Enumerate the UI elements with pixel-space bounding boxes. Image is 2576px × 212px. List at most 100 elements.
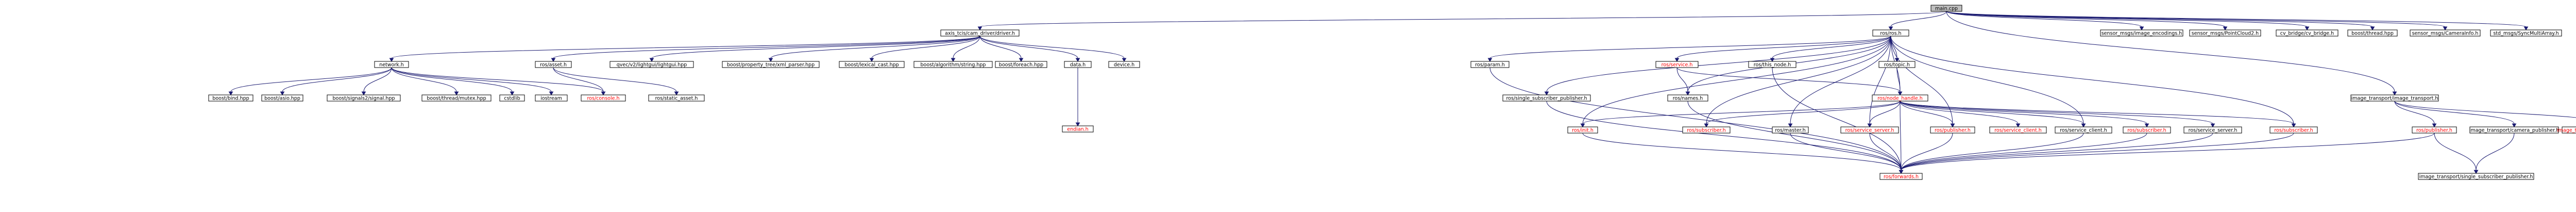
node-single-sub-pub[interactable]: ros/single_subscriber_publisher.h bbox=[1502, 94, 1591, 102]
node-label: ros/subscriber.h bbox=[2127, 128, 2166, 134]
edge-ros_ros-to-ros_param bbox=[1487, 36, 1891, 62]
node-label: ros/param.h bbox=[1475, 62, 1505, 68]
node-label: ros/master.h bbox=[1775, 128, 1805, 134]
edge-network_h-to-signals2 bbox=[361, 67, 392, 95]
edge-network_h-to-ros_console bbox=[391, 67, 606, 95]
edge-main_cpp-to-axis_driver bbox=[977, 11, 1947, 30]
node-box bbox=[535, 94, 568, 102]
node-ros-service-server-b[interactable]: ros/service_server.h bbox=[2183, 126, 2242, 134]
node-label: ros/publisher.h bbox=[2416, 128, 2452, 134]
node-network-h[interactable]: network.h bbox=[374, 61, 409, 68]
node-box bbox=[1989, 126, 2047, 134]
node-pointcloud2[interactable]: sensor_msgs/PointCloud2.h bbox=[2189, 29, 2261, 37]
node-label: boost/lexical_cast.hpp bbox=[844, 62, 899, 68]
node-ros-service-client-b[interactable]: ros/service_client.h bbox=[2055, 126, 2112, 134]
node-ros-param[interactable]: ros/param.h bbox=[1470, 61, 1510, 68]
node-label: ros/subscriber.h bbox=[1687, 128, 1725, 134]
node-label: main.cpp bbox=[1935, 6, 1958, 12]
edge-it_image_transport-to-ros_publisher_b bbox=[2394, 101, 2437, 127]
node-axis-driver[interactable]: axis_tcis/cam_driver/driver.h bbox=[940, 29, 1020, 37]
edge-ros_this_node-to-ros_forwards bbox=[1772, 67, 1904, 174]
node-camera-subscriber[interactable]: image_transport/camera_subscriber.h bbox=[2557, 126, 2576, 134]
node-box bbox=[1682, 126, 1731, 134]
node-signals2[interactable]: boost/signals2/signal.hpp bbox=[327, 94, 401, 102]
node-device-h[interactable]: device.h bbox=[1108, 61, 1140, 68]
edge-node_handle-to-ros_init bbox=[1580, 101, 1901, 127]
node-ros-forwards[interactable]: ros/forwards.h bbox=[1879, 173, 1923, 180]
node-label: data.h bbox=[1070, 62, 1086, 68]
node-label: boost/foreach.hpp bbox=[999, 62, 1043, 68]
node-qvec[interactable]: qvec/v2/lightgui/lightgui.hpp bbox=[609, 61, 694, 68]
node-ros-console[interactable]: ros/console.h bbox=[581, 94, 626, 102]
edge-axis_driver-to-ros_asset bbox=[551, 36, 980, 62]
node-box bbox=[940, 29, 1020, 37]
node-label: ros/service_server.h bbox=[2189, 128, 2238, 134]
node-box bbox=[2350, 94, 2439, 102]
node-lexical-cast[interactable]: boost/lexical_cast.hpp bbox=[839, 61, 905, 68]
node-cstdlib[interactable]: cstdlib bbox=[499, 94, 525, 102]
node-bind[interactable]: boost/bind.hpp bbox=[208, 94, 253, 102]
node-image-encodings[interactable]: sensor_msgs/image_encodings.h bbox=[2100, 29, 2183, 37]
node-box bbox=[2276, 29, 2338, 37]
node-box bbox=[2189, 29, 2261, 37]
node-ros-asset[interactable]: ros/asset.h bbox=[535, 61, 572, 68]
node-box bbox=[1502, 94, 1591, 102]
node-label: ros/forwards.h bbox=[1884, 174, 1919, 180]
node-it-image-transport[interactable]: image_transport/image_transport.h bbox=[2350, 94, 2439, 102]
node-ros-init[interactable]: ros/init.h bbox=[1567, 126, 1598, 134]
node-it-single-sub-pub[interactable]: image_transport/single_subscriber_publis… bbox=[2418, 173, 2534, 180]
node-node-handle[interactable]: ros/node_handle.h bbox=[1872, 94, 1928, 102]
node-box bbox=[995, 61, 1047, 68]
node-box bbox=[261, 94, 303, 102]
node-ros-ros[interactable]: ros/ros.h bbox=[1872, 29, 1909, 37]
node-label: ros/service_client.h bbox=[1994, 128, 2042, 134]
node-cv-bridge[interactable]: cv_bridge/cv_bridge.h bbox=[2276, 29, 2338, 37]
node-iostream[interactable]: iostream bbox=[535, 94, 568, 102]
node-boost-thread[interactable]: boost/thread.hpp bbox=[2347, 29, 2398, 37]
node-ros-service[interactable]: ros/service.h bbox=[1655, 61, 1699, 68]
node-box bbox=[2100, 29, 2183, 37]
node-label: ros/this_node.h bbox=[1754, 62, 1791, 68]
node-label: ros/init.h bbox=[1572, 128, 1594, 134]
node-ros-subscriber-a[interactable]: ros/subscriber.h bbox=[1682, 126, 1731, 134]
node-asio[interactable]: boost/asio.hpp bbox=[261, 94, 303, 102]
node-mutex[interactable]: boost/thread/mutex.hpp bbox=[421, 94, 492, 102]
node-algo-string[interactable]: boost/algorithm/string.hpp bbox=[913, 61, 993, 68]
node-static-asset[interactable]: ros/static_asset.h bbox=[648, 94, 705, 102]
node-box bbox=[839, 61, 905, 68]
node-ros-service-client-a[interactable]: ros/service_client.h bbox=[1989, 126, 2047, 134]
node-ros-names[interactable]: ros/names.h bbox=[1667, 94, 1708, 102]
node-label: ros/service.h bbox=[1662, 62, 1693, 68]
node-ros-this-node[interactable]: ros/this_node.h bbox=[1748, 61, 1797, 68]
node-ros-service-server-a[interactable]: ros/service_server.h bbox=[1840, 126, 1899, 134]
node-data-h[interactable]: data.h bbox=[1064, 61, 1092, 68]
node-camera-publisher[interactable]: image_transport/camera_publisher.h bbox=[2469, 126, 2559, 134]
edge-ros_subscriber_c-to-ros_forwards bbox=[1899, 133, 2294, 174]
node-ros-publisher-b[interactable]: ros/publisher.h bbox=[2412, 126, 2457, 134]
node-ros-subscriber-b[interactable]: ros/subscriber.h bbox=[2123, 126, 2171, 134]
node-ros-master[interactable]: ros/master.h bbox=[1772, 126, 1809, 134]
node-label: ros/single_subscriber_publisher.h bbox=[1506, 96, 1587, 102]
node-box bbox=[2055, 126, 2112, 134]
node-sync-multi[interactable]: std_msgs/SyncMultiArray.h bbox=[2490, 29, 2562, 37]
node-label: boost/asio.hpp bbox=[264, 96, 300, 102]
node-box bbox=[1872, 94, 1928, 102]
node-property-tree[interactable]: boost/property_tree/xml_parser.hpp bbox=[722, 61, 820, 68]
edge-ros_service-to-ros_names bbox=[1676, 67, 1690, 95]
node-endian[interactable]: endian.h bbox=[1062, 125, 1094, 133]
node-label: ros/static_asset.h bbox=[655, 96, 698, 102]
node-box bbox=[1872, 29, 1909, 37]
edge-ros_publisher_b-to-it_single_sub_pub bbox=[2434, 133, 2479, 174]
edge-axis_driver-to-qvec bbox=[649, 36, 980, 62]
node-box bbox=[913, 61, 993, 68]
node-foreach[interactable]: boost/foreach.hpp bbox=[995, 61, 1047, 68]
node-camera-info[interactable]: sensor_msgs/CameraInfo.h bbox=[2410, 29, 2481, 37]
edge-network_h-to-iostream bbox=[391, 67, 554, 95]
node-label: ros/node_handle.h bbox=[1877, 96, 1923, 102]
node-box bbox=[1064, 61, 1092, 68]
node-ros-subscriber-c[interactable]: ros/subscriber.h bbox=[2269, 126, 2318, 134]
node-ros-topic[interactable]: ros/topic.h bbox=[1878, 61, 1916, 68]
node-box bbox=[1062, 125, 1094, 133]
node-ros-publisher-a[interactable]: ros/publisher.h bbox=[1930, 126, 1975, 134]
node-main-cpp[interactable]: main.cpp bbox=[1930, 5, 1962, 12]
